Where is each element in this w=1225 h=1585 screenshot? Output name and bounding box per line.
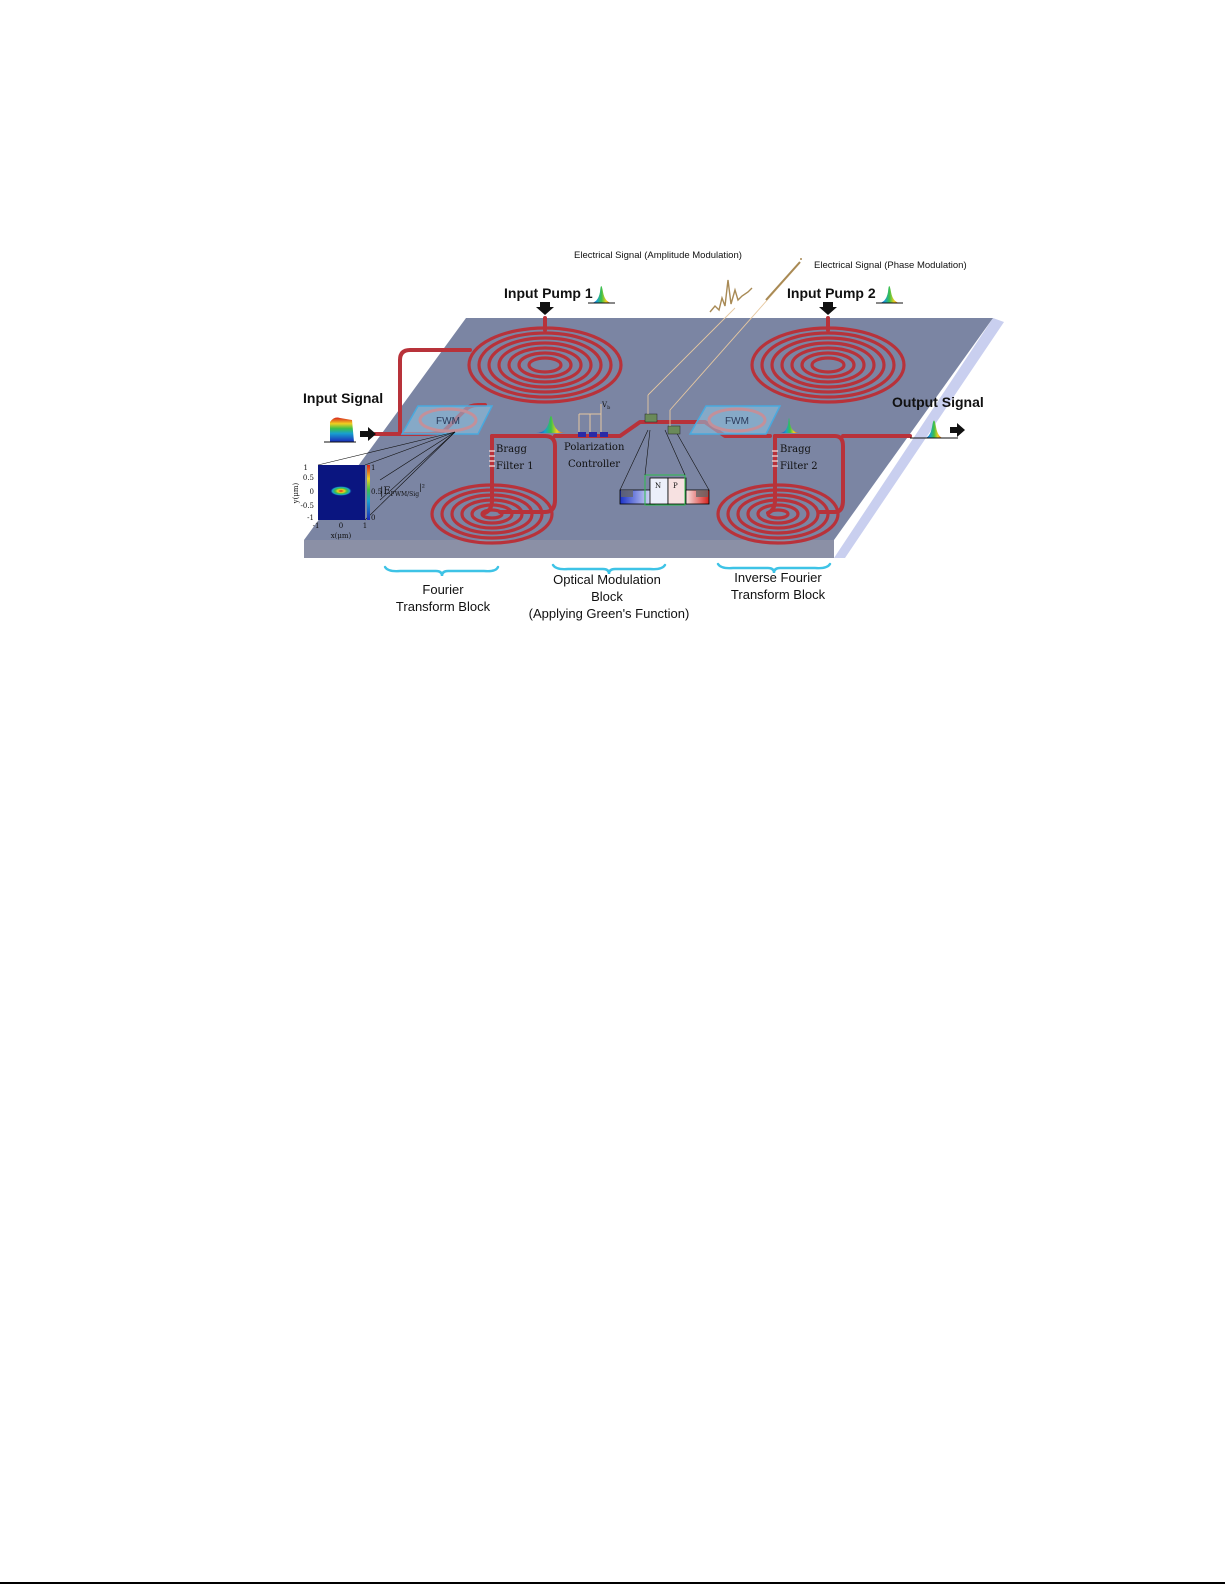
modulator-crosssection: N P — [619, 429, 710, 506]
inverse-block-label-b: Transform Block — [731, 587, 826, 602]
fwm-1-label: FWM — [436, 416, 460, 427]
bragg-gratings — [489, 450, 778, 467]
input-pump-1-label: Input Pump 1 — [504, 285, 593, 301]
modulator-device — [644, 413, 681, 435]
bragg-1-label-a: Bragg — [496, 444, 527, 455]
mid-bus-1 — [490, 434, 557, 514]
input-signal-arrow — [360, 427, 376, 441]
page-bottom-rule — [0, 1582, 1225, 1584]
input-pump-2-arrow — [819, 302, 837, 315]
bragg-2-label-a: Bragg — [780, 444, 811, 455]
input-pump-1-arrow — [536, 302, 554, 315]
input-signal-label: Input Signal — [303, 390, 383, 406]
cbar-tick-1: 1 — [371, 464, 375, 472]
output-signal-arrow — [950, 423, 965, 437]
xtick-2: 0 — [339, 522, 343, 530]
bragg-1-label-b: Filter 1 — [496, 461, 534, 472]
phase-mod-waveform — [765, 258, 802, 301]
bragg-2-label-b: Filter 2 — [780, 461, 818, 472]
input-pump-2-label: Input Pump 2 — [787, 285, 876, 301]
fourier-block-label-a: Fourier — [422, 582, 464, 597]
spiral-top-left — [467, 326, 623, 404]
ytick-5: -1 — [307, 514, 314, 522]
output-signal-label: Output Signal — [892, 394, 984, 410]
mid-pulse-icon — [536, 416, 566, 433]
fwm-region-1: FWM — [400, 405, 494, 435]
substrate-front-face — [304, 540, 834, 558]
ytick-1: 1 — [304, 464, 308, 472]
fourier-block-label-b: Transform Block — [396, 599, 491, 614]
inset-ylabel: y(μm) — [292, 482, 300, 504]
spiral-top-right — [750, 326, 906, 404]
input-signal-pulse-icon — [324, 417, 356, 443]
fwm-2-label: FWM — [725, 416, 749, 427]
output-signal-pulse-icon — [910, 420, 958, 439]
ytick-2: 0.5 — [303, 474, 314, 482]
xtick-3: 1 — [363, 522, 367, 530]
optmod-block-label-a: Optical Modulation — [553, 572, 661, 587]
field-label: |EFWM/Sig|² — [380, 483, 425, 498]
elec-amp-label: Electrical Signal (Amplitude Modulation) — [574, 250, 742, 261]
mid-bus-2 — [553, 420, 772, 438]
junction-p-label: P — [673, 482, 678, 490]
pump-1-bus — [398, 348, 472, 435]
fwm-region-2: FWM — [688, 405, 782, 435]
xtick-1: -1 — [313, 522, 320, 530]
junction-n-label: N — [655, 482, 661, 490]
fourier-brace — [383, 565, 500, 577]
inverse-block-label-a: Inverse Fourier — [734, 570, 822, 585]
ytick-4: -0.5 — [301, 502, 315, 510]
fwm-2-output-pulse-icon — [780, 418, 800, 433]
polarization-controller: Vb — [578, 401, 610, 437]
optmod-block-label-b: Block — [591, 589, 623, 604]
input-pump-1-pulse-icon — [590, 286, 613, 303]
input-pump-2-pulse-icon — [878, 286, 901, 303]
cbar-tick-3: 0 — [371, 514, 375, 522]
spiral-bottom-left — [430, 483, 554, 545]
polarization-label-a: Polarization — [564, 442, 625, 453]
optmod-brace — [551, 563, 667, 575]
elec-phase-label: Electrical Signal (Phase Modulation) — [814, 260, 967, 271]
cbar-tick-2: 0.5 — [371, 488, 382, 496]
mode-profile-inset: 1 0.5 0 1 0.5 0 -0.5 -1 -1 0 1 x(μm) y(μ… — [292, 431, 456, 540]
inverse-brace — [716, 562, 832, 574]
ytick-3: 0 — [310, 488, 314, 496]
spiral-bottom-right — [716, 483, 840, 545]
polarization-label-b: Controller — [568, 459, 620, 470]
optmod-block-label-c: (Applying Green's Function) — [529, 606, 690, 621]
inset-xlabel: x(μm) — [331, 532, 352, 540]
vb-label: Vb — [601, 401, 610, 411]
amplitude-mod-waveform — [709, 279, 753, 313]
block-braces — [383, 562, 832, 577]
